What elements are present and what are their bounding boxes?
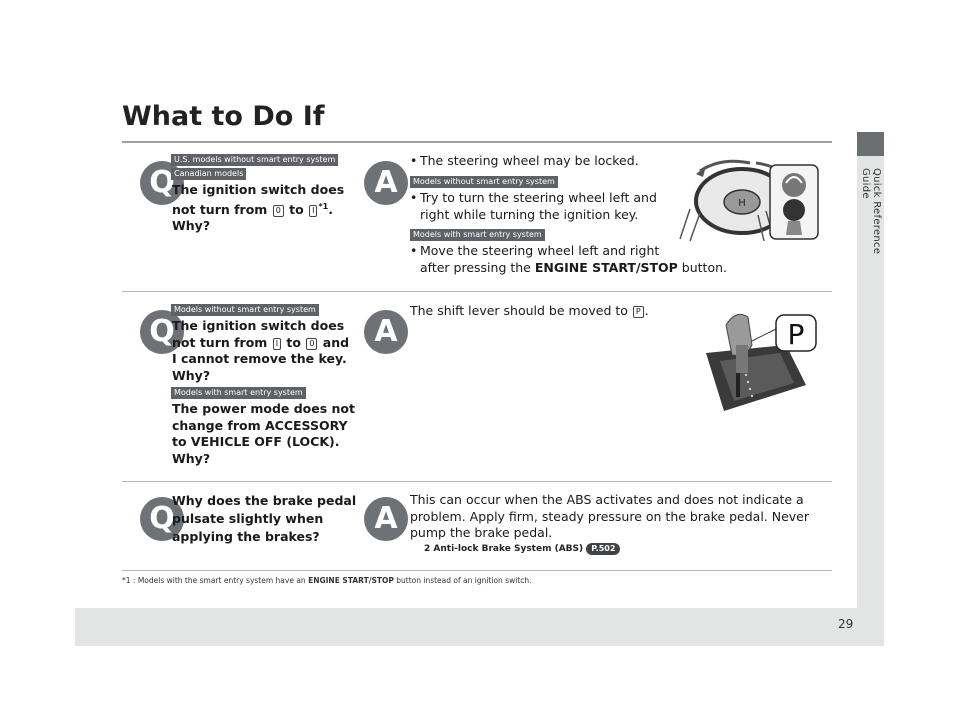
key-0: 0 bbox=[272, 204, 284, 217]
footnote: *1 : Models with the smart entry system … bbox=[122, 576, 532, 585]
tag-with-smart-entry: Models with smart entry system bbox=[410, 229, 545, 241]
svg-text:H: H bbox=[738, 198, 746, 209]
question-3-text: Why does the brake pedal pulsate slightl… bbox=[172, 493, 357, 544]
footer-bar bbox=[75, 608, 883, 646]
tag-canadian-models: Canadian models bbox=[171, 168, 247, 180]
answer-2-text: The shift lever should be moved to P. bbox=[410, 303, 649, 318]
question-1-text: The ignition switch does not turn from 0… bbox=[172, 182, 345, 234]
question-badge-2: Q bbox=[140, 310, 184, 354]
steering-wheel-illustration: H bbox=[679, 159, 819, 242]
title-divider bbox=[122, 141, 832, 143]
side-section-label: Quick Reference Guide bbox=[860, 168, 882, 255]
answer-badge-1: A bbox=[364, 161, 408, 205]
question-2a-text: The ignition switch does not turn from I… bbox=[172, 318, 350, 383]
answer-badge-3: A bbox=[364, 497, 408, 541]
tag-us-models: U.S. models without smart entry system bbox=[171, 154, 339, 166]
section-divider-2 bbox=[122, 481, 832, 482]
tag-without-smart-entry: Models without smart entry system bbox=[410, 176, 558, 188]
park-position-badge bbox=[775, 314, 817, 352]
question-2b-text: The power mode does not change from ACCE… bbox=[172, 401, 355, 466]
page-number: 29 bbox=[838, 617, 854, 631]
question-badge-1: Q bbox=[140, 161, 184, 205]
answer-3-text: This can occur when the ABS activates an… bbox=[410, 492, 810, 540]
shift-lever-illustration: P bbox=[706, 313, 817, 411]
answer-1-bullet-2: Try to turn the steering wheel left and … bbox=[410, 190, 657, 223]
cross-reference[interactable]: 2 Anti-lock Brake System (ABS) P.502 bbox=[424, 543, 621, 555]
answer-badge-2: A bbox=[364, 310, 408, 354]
section-divider-3 bbox=[122, 570, 832, 571]
tag-without-smart-entry-q2: Models without smart entry system bbox=[171, 304, 319, 316]
question-badge-3: Q bbox=[140, 497, 184, 541]
page-link-button[interactable]: P.502 bbox=[586, 543, 621, 555]
key-i: I bbox=[309, 204, 318, 217]
start-stop-button-icon bbox=[783, 199, 805, 221]
page-title: What to Do If bbox=[122, 101, 325, 132]
section-divider-1 bbox=[122, 291, 832, 292]
answer-1-bullet-1: The steering wheel may be locked. bbox=[410, 153, 639, 170]
p-label: P bbox=[788, 318, 805, 351]
tag-with-smart-entry-q2: Models with smart entry system bbox=[171, 387, 306, 399]
answer-1-bullet-3: Move the steering wheel left and right a… bbox=[410, 243, 727, 276]
section-tab-marker[interactable] bbox=[857, 132, 884, 156]
side-navigation-strip bbox=[857, 132, 884, 646]
